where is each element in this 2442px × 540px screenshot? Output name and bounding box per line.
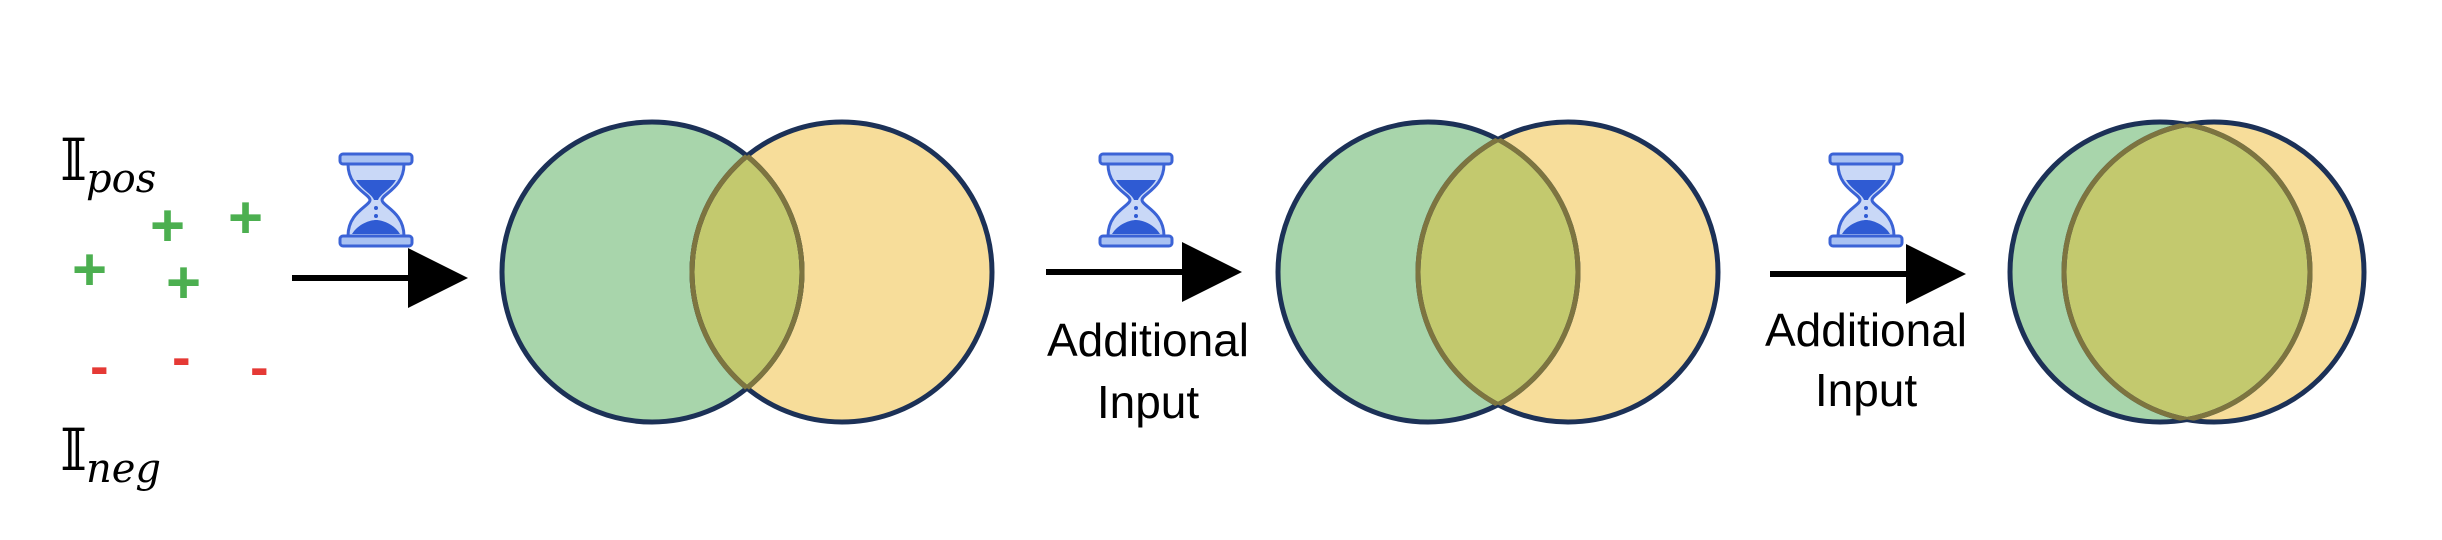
minus-sign: -: [250, 335, 269, 398]
blackboard-i-neg: 𝕀: [60, 416, 87, 484]
minus-signs: - - -: [90, 325, 269, 398]
hourglass-icon: [1098, 152, 1174, 248]
blackboard-i-pos: 𝕀: [60, 126, 87, 194]
minus-sign: -: [90, 334, 109, 397]
plus-sign: +: [150, 192, 185, 259]
step-label-line1: Additional: [1047, 314, 1249, 366]
step-label-line1: Additional: [1765, 304, 1967, 356]
pos-subscript: pos: [86, 156, 156, 202]
plus-sign: +: [228, 184, 263, 251]
venn-diagram-1: [499, 119, 995, 425]
step-label-line2: Input: [1097, 376, 1200, 428]
plus-sign: +: [72, 236, 107, 303]
venn-diagram-3: [2007, 119, 2367, 425]
venn-overlap: [692, 122, 802, 422]
plus-signs: + + + +: [72, 184, 263, 316]
venn-diagram-2: [1275, 119, 1721, 425]
venn-overlap: [1418, 122, 1578, 422]
hourglass-icon: [1828, 152, 1904, 248]
minus-sign: -: [172, 325, 191, 388]
neg-subscript: neg: [86, 446, 161, 492]
hourglass-icon: [338, 152, 414, 248]
positive-set-label: 𝕀 pos: [60, 126, 156, 202]
step-label-line2: Input: [1815, 364, 1918, 416]
negative-set-label: 𝕀 neg: [60, 416, 161, 492]
plus-sign: +: [166, 249, 201, 316]
